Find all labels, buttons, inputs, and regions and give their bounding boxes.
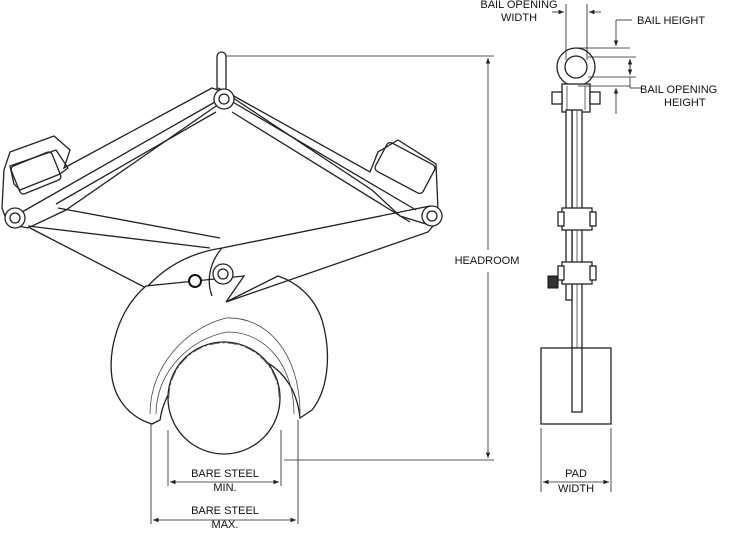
bail-opening-height-label-2: HEIGHT [664, 97, 706, 109]
side-shackle [551, 47, 601, 113]
bail-height-dimension [578, 19, 632, 114]
bail-opening-width-dimension [552, 4, 601, 60]
bare-steel-min-label-2: MIN. [213, 482, 236, 494]
pad-width-dimension [540, 428, 612, 492]
bail-opening-height-label-1: BAIL OPENING [640, 84, 717, 96]
bail-height-label: BAIL HEIGHT [637, 15, 705, 27]
headroom-label: HEADROOM [455, 255, 520, 267]
pipe-section [149, 317, 301, 455]
side-bolts [547, 207, 597, 289]
side-pad [540, 347, 612, 425]
bare-steel-min-dimension [167, 430, 282, 486]
bare-steel-max-label-2: MAX. [212, 519, 239, 531]
pad-width-label-1: PAD [565, 468, 587, 480]
bare-steel-min-label-1: BARE STEEL [191, 468, 259, 480]
bare-steel-max-label-1: BARE STEEL [191, 505, 259, 517]
bail-opening-width-label-1: BAIL OPENING [480, 0, 557, 11]
side-view: BAIL OPENING WIDTH BAIL HEIGHT BAIL OPEN… [480, 0, 717, 495]
pad-width-label-2: WIDTH [558, 483, 594, 495]
pivot-pins [4, 88, 443, 288]
bare-steel-max-dimension [150, 420, 299, 524]
headroom-dimension [226, 55, 494, 461]
bail-opening-height-dimension [588, 56, 642, 89]
front-view: HEADROOM BARE STEEL MIN. BARE STEEL MAX. [1, 51, 520, 531]
bail-opening-width-label-2: WIDTH [501, 12, 537, 24]
cross-links [21, 97, 417, 291]
